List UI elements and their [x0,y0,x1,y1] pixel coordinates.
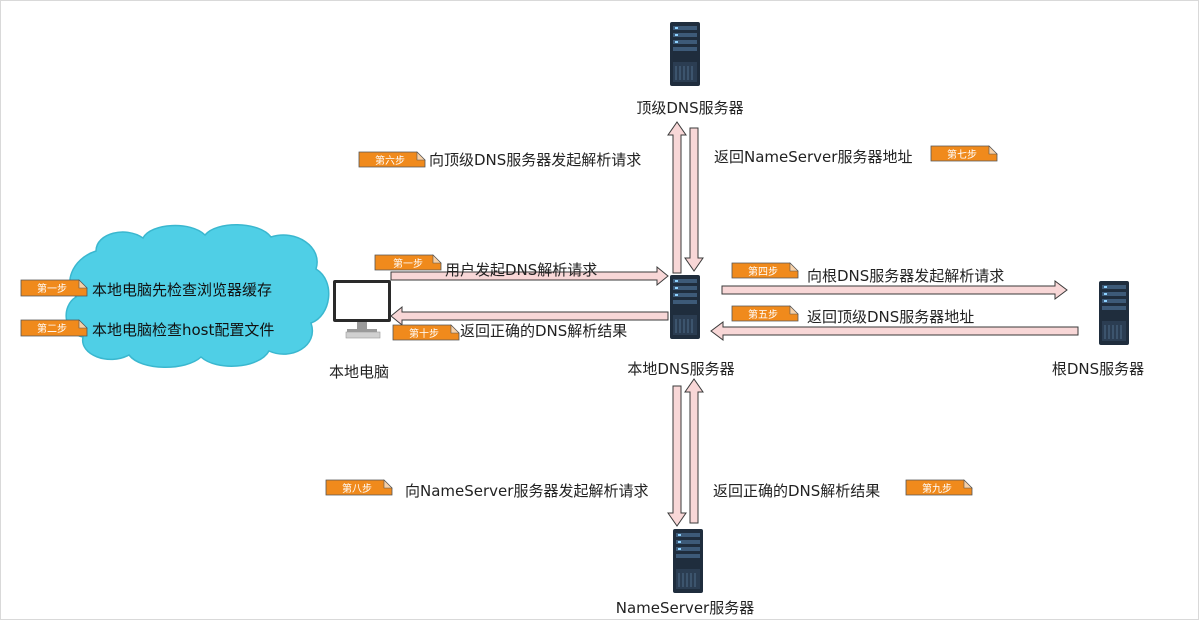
msg-return-result: 返回正确的DNS解析结果 [460,322,627,340]
root-dns-server-label: 根DNS服务器 [1052,360,1144,378]
root-dns-server-icon [1098,280,1130,346]
step-tag-4: 第四步 [731,262,799,279]
step-tag-6-label: 第六步 [375,154,405,167]
step-tag-8-label: 第八步 [342,482,372,495]
msg-ns-return: 返回正确的DNS解析结果 [713,482,880,500]
local-pc-label: 本地电脑 [329,363,389,381]
step-tag-1: 第一步 [20,279,88,297]
step-tag-7: 第七步 [930,145,998,162]
msg-user-request: 用户发起DNS解析请求 [445,261,597,279]
local-dns-server-label: 本地DNS服务器 [627,360,734,378]
step-tag-2-label: 第二步 [37,322,67,335]
arrow-to-top [667,121,687,274]
arrow-to-root [721,280,1068,300]
arrow-top-return [684,127,704,272]
arrow-user-request [390,265,669,287]
msg-to-root: 向根DNS服务器发起解析请求 [807,267,1004,285]
step-tag-9-label: 第九步 [922,482,952,495]
step-tag-9: 第九步 [905,479,973,496]
step-tag-5: 第五步 [731,305,799,322]
step-tag-6: 第六步 [358,151,426,168]
nameserver-server-icon [672,528,704,594]
arrow-return-result [390,305,669,327]
nameserver-server-label: NameServer服务器 [616,599,754,617]
arrow-root-return [710,321,1079,341]
step-tag-5-label: 第五步 [748,308,778,321]
step-tag-4-label: 第四步 [748,265,778,278]
msg-to-top: 向顶级DNS服务器发起解析请求 [429,151,641,169]
step-tag-1-label: 第一步 [37,282,67,295]
msg-to-ns: 向NameServer服务器发起解析请求 [405,482,648,500]
step-tag-10: 第十步 [392,324,460,341]
computer-icon [333,280,391,339]
cloud-line-browser-cache: 本地电脑先检查浏览器缓存 [92,281,272,299]
arrow-to-ns [667,385,687,527]
top-dns-server-icon [669,21,701,87]
step-tag-10-label: 第十步 [409,327,439,340]
step-tag-2: 第二步 [20,319,88,337]
step-tag-3: 第一步 [374,254,442,271]
step-tag-8: 第八步 [325,479,393,496]
top-dns-server-label: 顶级DNS服务器 [636,99,743,117]
local-dns-server-icon [669,274,701,340]
msg-top-return: 返回NameServer服务器地址 [714,148,912,166]
msg-root-return: 返回顶级DNS服务器地址 [807,308,974,326]
step-tag-3-label: 第一步 [393,257,423,270]
arrow-ns-return [684,378,704,524]
cloud-line-host-file: 本地电脑检查host配置文件 [92,321,274,339]
step-tag-7-label: 第七步 [947,148,977,161]
